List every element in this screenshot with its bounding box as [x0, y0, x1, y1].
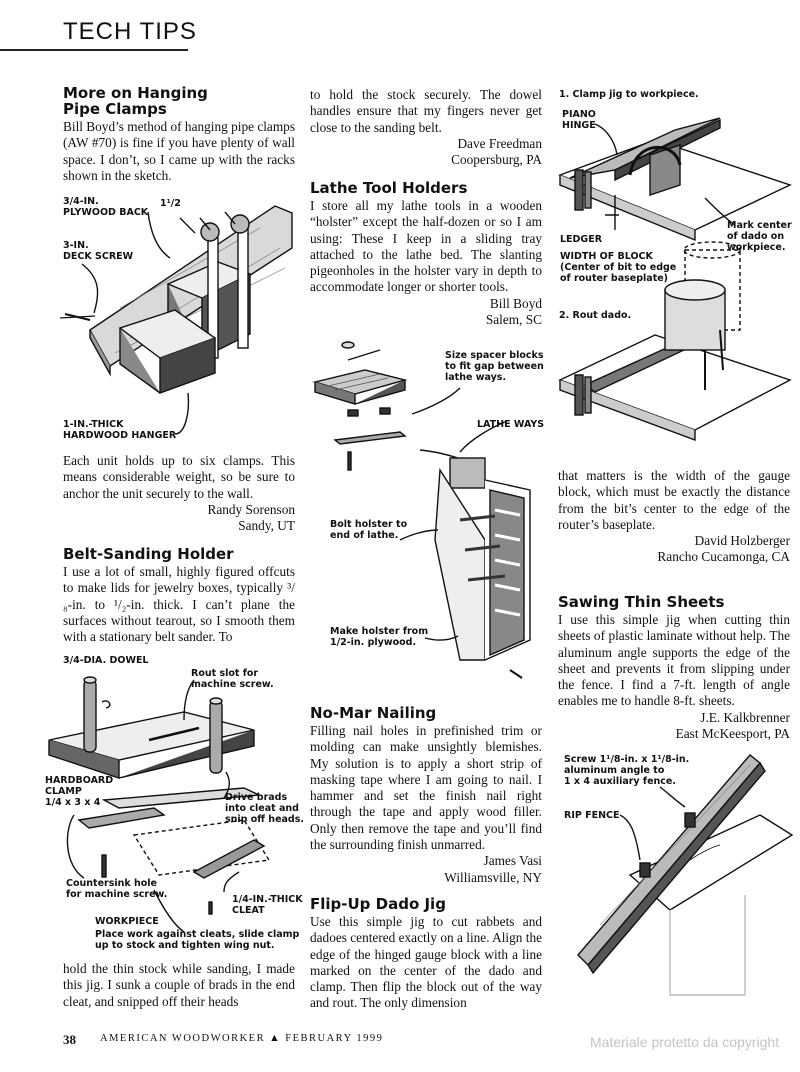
article-title: Sawing Thin Sheets [558, 593, 725, 611]
author-city: Salem, SC [485, 312, 542, 328]
article-flip-up-dado: Flip-Up Dado Jig Use this simple jig to … [310, 896, 542, 1012]
article-flip-up-dado-cont: that matters is the width of the gauge b… [558, 468, 790, 566]
article-lathe-tool-holders: Lathe Tool Holders I store all my lathe … [310, 180, 542, 328]
label-rip-fence: RIP FENCE [564, 810, 620, 821]
author-name: Bill Boyd [489, 295, 542, 311]
label-ledger: LEDGER [560, 234, 603, 245]
author-city: Rancho Cucamonga, CA [657, 549, 790, 565]
paragraph: to hold the stock securely. The dowel ha… [310, 87, 542, 135]
article-title: Flip-Up Dado Jig [310, 895, 446, 913]
lathe-holster-illustration [312, 341, 531, 679]
paragraph: I use a lot of small, highly figured off… [63, 564, 295, 645]
paragraph: that matters is the width of the gauge b… [558, 468, 790, 532]
label-workpiece: WORKPIECE [95, 916, 159, 927]
section-title: TECH TIPS [63, 18, 197, 45]
paragraph: hold the thin stock while sanding, I mad… [63, 961, 295, 1009]
author-city: Coopersburg, PA [451, 152, 542, 168]
article-sawing-thin-sheets: Sawing Thin Sheets I use this simple jig… [558, 594, 790, 742]
article-title: No-Mar Nailing [310, 704, 437, 722]
paragraph: Filling nail holes in prefinished trim o… [310, 723, 542, 853]
paragraph: Use this simple jig to cut rabbets and d… [310, 914, 542, 1011]
label-deck-screw: 3-IN.DECK SCREW [63, 240, 134, 262]
header-rule [0, 49, 188, 51]
article-belt-sanding-end: to hold the stock securely. The dowel ha… [310, 87, 542, 168]
article-title: More on Hanging Pipe Clamps [63, 84, 208, 118]
paragraph: Bill Boyd’s method of hanging pipe clamp… [63, 119, 295, 183]
rip-fence-illustration [577, 754, 794, 996]
author-city: East McKeesport, PA [675, 726, 790, 742]
page-number: 38 [63, 1032, 76, 1047]
clamp-rack-illustration [60, 205, 293, 435]
author-name: J.E. Kalkbrenner [700, 709, 790, 725]
article-title: Belt-Sanding Holder [63, 545, 234, 563]
author-name: James Vasi [483, 853, 542, 869]
label-screw-angle: Screw 1¹/8-in. x 1¹/8-in.aluminum angle … [564, 754, 690, 787]
author-name: Dave Freedman [457, 135, 542, 151]
paragraph: I use this simple jig when cutting thin … [558, 612, 790, 709]
label-plywood-back: 3/4-IN.PLYWOOD BACK [63, 196, 149, 218]
author-name: Randy Sorenson [207, 501, 295, 517]
label-step-2: 2. Rout dado. [559, 310, 632, 321]
paragraph: I store all my lathe tools in a wooden “… [310, 198, 542, 295]
label-step-1: 1. Clamp jig to workpiece. [559, 89, 699, 100]
author-city: Sandy, UT [238, 518, 295, 534]
article-title: Lathe Tool Holders [310, 179, 468, 197]
article-no-mar-nailing: No-Mar Nailing Filling nail holes in pre… [310, 705, 542, 886]
article-hanging-clamps: More on Hanging Pipe Clamps Bill Boyd’s … [63, 85, 295, 184]
label-lathe-ways: LATHE WAYS [477, 419, 545, 430]
dado-jig-illustration [558, 117, 792, 442]
author-name: David Holzberger [694, 533, 790, 549]
belt-sanding-jig-illustration [48, 676, 271, 933]
article-belt-sanding: Belt-Sanding Holder I use a lot of small… [63, 546, 295, 645]
paragraph: Each unit holds up to six clamps. This m… [63, 453, 295, 501]
footer-publication: AMERICAN WOODWORKER ▲ FEBRUARY 1999 [100, 1033, 384, 1044]
label-dowel: 3/4-DIA. DOWEL [63, 655, 149, 666]
author-city: Williamsville, NY [444, 869, 542, 885]
article-belt-sanding-cont: hold the thin stock while sanding, I mad… [63, 961, 295, 1010]
label-dimension: 1¹/2 [160, 198, 181, 209]
copyright-watermark: Materiale protetto da copyright [590, 1034, 780, 1050]
article-hanging-clamps-cont: Each unit holds up to six clamps. This m… [63, 453, 295, 534]
